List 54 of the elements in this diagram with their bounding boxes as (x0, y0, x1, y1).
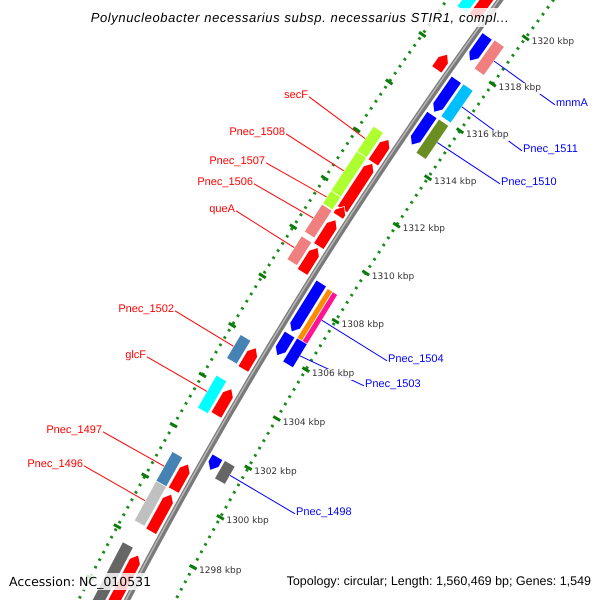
leader-line (321, 320, 388, 362)
scale-label: 1306 kbp (310, 368, 356, 380)
scale-label: 1298 kbp (198, 566, 242, 578)
leader-line (146, 356, 208, 392)
leader-line (308, 96, 366, 140)
scale-label: 1302 kbp (253, 466, 298, 478)
gene-label: mnmA (556, 97, 588, 110)
gene-bar (356, 126, 384, 158)
scale-label: 1300 kbp (225, 516, 270, 528)
gene-bar (330, 150, 368, 198)
gene-bar (134, 480, 167, 527)
gene-label: Pnec_1508 (229, 126, 285, 139)
gene-label: Pnec_1496 (27, 458, 83, 471)
scale-label: 1312 kbp (402, 224, 446, 236)
scale-label: 1310 kbp (370, 272, 416, 283)
gene-label: glcF (125, 349, 146, 362)
gene-label: Pnec_1503 (365, 378, 421, 391)
leader-line (236, 210, 295, 248)
gene-label: Pnec_1510 (501, 176, 557, 189)
leader-line (174, 310, 234, 347)
gene-bar (282, 337, 308, 368)
gene-bar (322, 190, 342, 210)
gene-bar (155, 451, 184, 488)
gene-label: Pnec_1504 (388, 353, 444, 366)
gene-label: Pnec_1511 (523, 143, 578, 156)
gene-label: Pnec_1506 (197, 176, 253, 189)
scale-label: 1318 kbp (498, 83, 542, 94)
gene-bar (440, 83, 474, 124)
gene-bar (474, 39, 505, 76)
scale-label: 1320 kbp (530, 36, 576, 48)
scale-label: 1314 kbp (433, 176, 478, 188)
leader-line (102, 431, 165, 467)
gene-label: Pnec_1507 (209, 155, 265, 168)
gene-bar (214, 460, 236, 485)
gene-label: queA (209, 203, 235, 216)
gene-label: secF (284, 89, 308, 102)
scale-label: 1308 kbp (340, 320, 385, 332)
gene-bar (300, 291, 338, 346)
scale-label: 1316 kbp (465, 130, 510, 141)
gene-bar (286, 235, 312, 266)
leader-line (230, 474, 296, 514)
leader-line (436, 142, 500, 184)
gene-label: Pnec_1497 (46, 424, 102, 437)
gene-bar (226, 334, 252, 365)
leader-line (266, 162, 328, 198)
gene-bar (415, 118, 450, 160)
gene-bar (304, 204, 333, 239)
gene-bar (196, 374, 228, 414)
gene-label: Pnec_1498 (296, 506, 352, 519)
scale-label: 1304 kbp (282, 418, 326, 428)
leader-line (254, 183, 314, 218)
leader-line (84, 465, 146, 502)
leader-line (286, 133, 344, 172)
gene-label: Pnec_1502 (118, 303, 174, 316)
